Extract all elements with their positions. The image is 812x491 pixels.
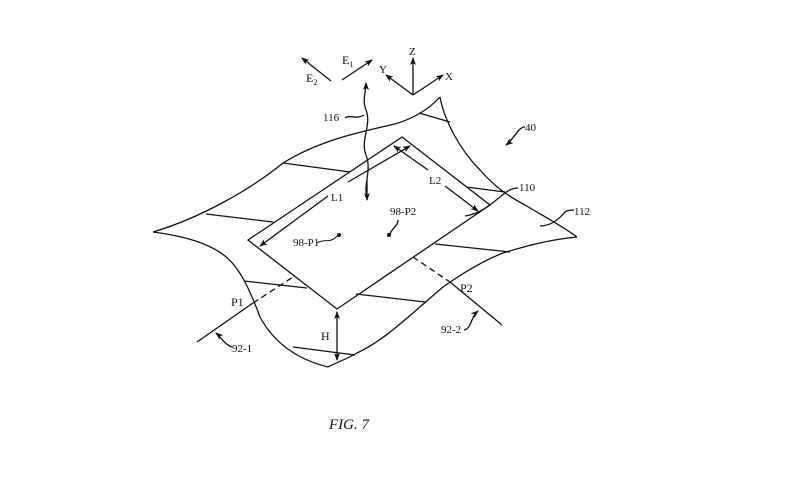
point-98-p1 [337,233,341,237]
plane-92-1-line [196,302,254,343]
label-z: Z [409,46,416,58]
axis-triad [385,57,444,96]
label-e1: E1 [342,53,353,69]
ref-40-arrow [505,126,526,146]
plane-92-2-line [449,281,503,326]
e1-arrow [341,59,373,81]
wavy-arrow-116 [362,82,369,199]
label-110: 110 [519,182,536,194]
label-116: 116 [323,112,340,124]
point-98-p2 [387,233,391,237]
label-40: 40 [525,122,537,134]
label-l2: L2 [429,175,441,187]
l1-arrow [259,195,329,247]
label-p1: P1 [231,295,244,309]
label-92-2: 92-2 [441,324,461,336]
surface-112 [152,96,578,368]
label-x: X [445,71,453,83]
label-92-1: 92-1 [232,343,252,355]
label-p2: P2 [460,281,473,295]
label-98-p2: 98-P2 [390,206,416,218]
e2-arrow [301,57,332,82]
region-110 [246,136,492,310]
label-h: H [321,329,330,343]
l2-arrow-top [393,145,429,171]
l2-arrow [444,185,479,212]
label-y: Y [379,64,387,76]
label-98-p1: 98-P1 [293,237,319,249]
label-l1: L1 [331,192,343,204]
figure-caption: FIG. 7 [328,417,370,433]
label-e2: E2 [306,71,317,87]
label-112: 112 [574,206,590,218]
